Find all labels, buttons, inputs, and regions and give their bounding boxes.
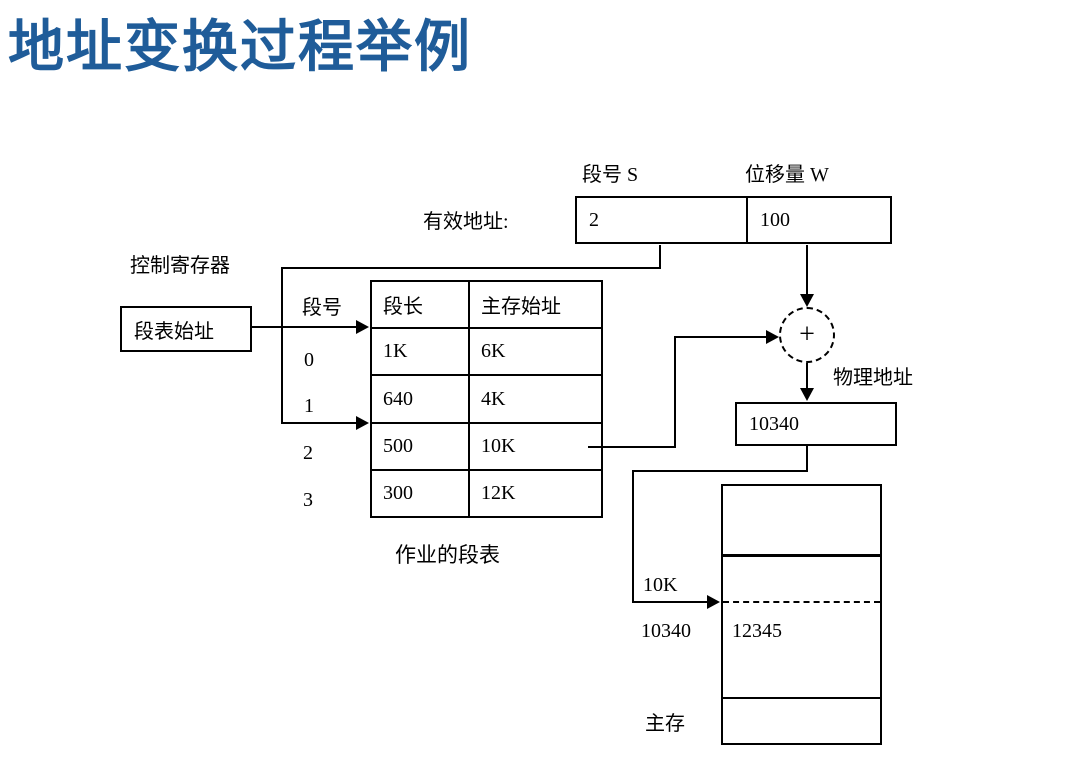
column-header-length: 段长: [372, 282, 470, 328]
effective-address-label: 有效地址:: [423, 211, 509, 233]
table-row-2: 500 10K: [372, 423, 601, 471]
segment-number-field-label: 段号 S: [582, 164, 639, 186]
connector-pa-horizontal: [632, 470, 808, 472]
cell-base-1: 4K: [481, 387, 506, 410]
connector-adder-out: [806, 363, 808, 390]
connector-base-up: [674, 337, 676, 448]
memory-segment-bottom-line: [723, 697, 880, 699]
arrowhead-base-into-table-icon: [356, 320, 369, 334]
physical-address-label: 物理地址: [833, 367, 913, 389]
connector-pa-into-memory: [632, 601, 708, 603]
connector-base-into-adder: [674, 336, 767, 338]
connector-pa-vertical: [632, 470, 634, 603]
table-row-1: 640 4K: [372, 376, 601, 424]
table-row-3: 300 12K: [372, 470, 601, 517]
segment-index-0: 0: [304, 349, 314, 371]
memory-target-dashed-line: [723, 601, 880, 603]
connector-s-into-table: [281, 422, 357, 424]
adder-circle: +: [779, 307, 835, 363]
connector-s-vertical: [281, 267, 283, 424]
cell-length-0: 1K: [372, 329, 470, 375]
segment-table-header-row: 段长 主存始址: [372, 282, 601, 330]
segment-table-base-label: 段表始址: [134, 320, 214, 343]
offset-cell: 100: [760, 208, 790, 231]
cell-length-2: 500: [372, 423, 470, 469]
column-header-base: 主存始址: [481, 296, 561, 319]
cell-length-1: 640: [372, 376, 470, 422]
arrowhead-w-into-adder-icon: [800, 294, 814, 307]
cell-base-3: 12K: [481, 481, 516, 504]
arrowhead-base-into-adder-icon: [766, 330, 779, 344]
arrowhead-adder-out-icon: [800, 388, 814, 401]
main-memory-label: 主存: [645, 713, 685, 735]
memory-segment-start-label: 10K: [643, 574, 678, 596]
effective-address-box: 2 100: [575, 196, 892, 244]
connector-pa-down: [806, 446, 808, 472]
connector-base-out: [588, 446, 676, 448]
physical-address-box: 10340: [735, 402, 897, 446]
arrowhead-pa-into-memory-icon: [707, 595, 720, 609]
segment-index-1: 1: [304, 395, 314, 417]
offset-field-label: 位移量 W: [745, 164, 829, 186]
memory-segment-top-line: [723, 554, 880, 557]
cell-base-2: 10K: [481, 434, 516, 457]
segment-number-cell: 2: [577, 198, 748, 242]
segment-table-base-register: 段表始址: [120, 306, 252, 352]
physical-address-value: 10340: [749, 412, 799, 435]
control-register-label: 控制寄存器: [130, 255, 230, 277]
connector-w-down: [806, 245, 808, 295]
segment-index-header: 段号: [302, 297, 342, 319]
table-row-0: 1K 6K: [372, 329, 601, 377]
main-memory-box: 12345: [721, 484, 882, 745]
memory-cell-value: 12345: [732, 620, 782, 642]
memory-target-address-label: 10340: [641, 620, 691, 642]
connector-base-into-table: [252, 326, 356, 328]
segment-index-3: 3: [303, 489, 313, 511]
segment-table-caption: 作业的段表: [395, 543, 500, 567]
connector-s-down: [659, 245, 661, 269]
connector-s-horizontal: [281, 267, 661, 269]
page-title: 地址变换过程举例: [8, 15, 472, 78]
segment-index-2: 2: [303, 442, 313, 464]
plus-icon: +: [799, 319, 815, 350]
cell-length-3: 300: [372, 470, 470, 517]
segment-table: 段长 主存始址 1K 6K 640 4K 500 10K 300 12K: [370, 280, 603, 518]
arrowhead-s-into-table-icon: [356, 416, 369, 430]
cell-base-0: 6K: [481, 340, 506, 363]
